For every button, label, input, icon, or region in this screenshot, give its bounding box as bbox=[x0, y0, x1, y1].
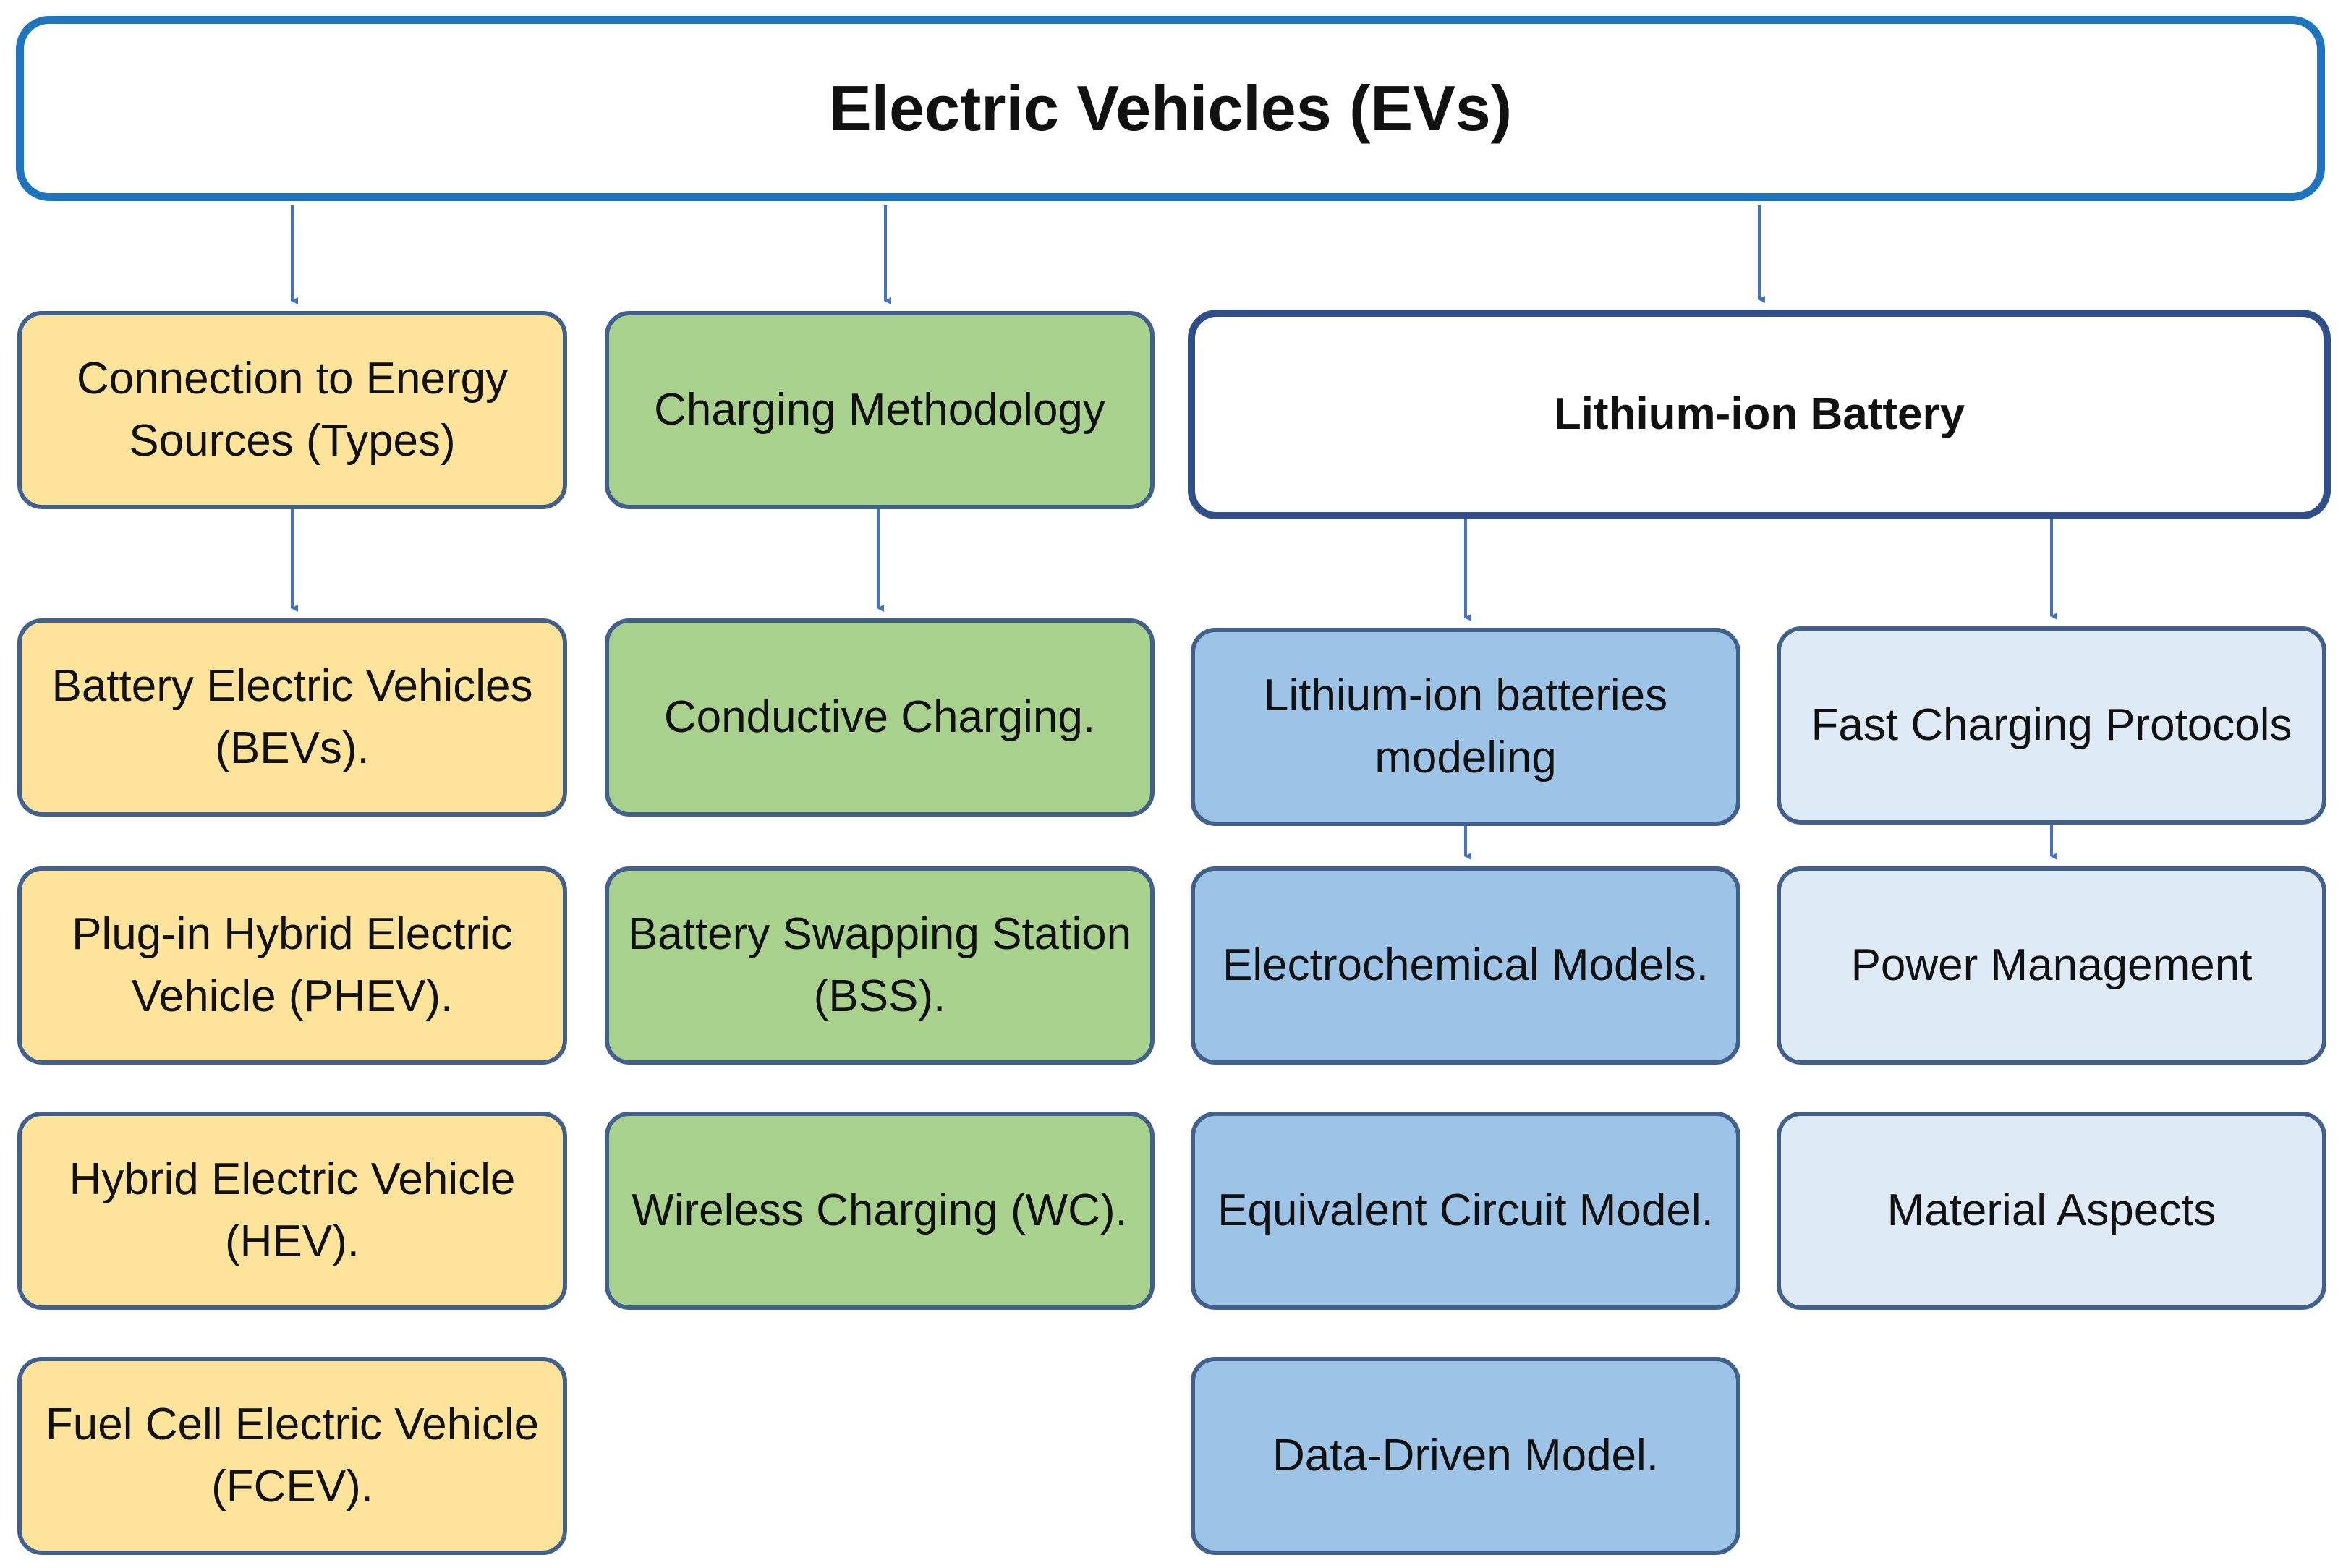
modeling-header-box: Lithium-ion batteries modeling bbox=[1191, 628, 1740, 826]
charging-header-text: Charging Methodology bbox=[654, 385, 1105, 435]
types-item-phev-text: Plug-in Hybrid Electric Vehicle (PHEV). bbox=[72, 909, 513, 1021]
charging-item-bss: Battery Swapping Station (BSS). bbox=[605, 866, 1155, 1065]
modeling-item-electrochemical-text: Electrochemical Models. bbox=[1223, 940, 1709, 991]
fast-charging-item-power-management: Power Management bbox=[1777, 866, 2326, 1065]
charging-item-wireless-text: Wireless Charging (WC). bbox=[632, 1185, 1128, 1236]
charging-item-wireless: Wireless Charging (WC). bbox=[605, 1112, 1155, 1310]
modeling-item-data-driven-text: Data-Driven Model. bbox=[1272, 1431, 1659, 1481]
types-header-text: Connection to Energy Sources (Types) bbox=[76, 354, 509, 466]
fast-charging-item-power-management-text: Power Management bbox=[1850, 940, 2253, 991]
types-item-phev: Plug-in Hybrid Electric Vehicle (PHEV). bbox=[17, 866, 567, 1065]
modeling-header-text: Lithium-ion batteries modeling bbox=[1263, 670, 1668, 783]
types-item-fcev: Fuel Cell Electric Vehicle (FCEV). bbox=[17, 1357, 567, 1555]
fast-charging-item-material-aspects-text: Material Aspects bbox=[1887, 1185, 2216, 1236]
types-item-bev: Battery Electric Vehicles (BEVs). bbox=[17, 618, 567, 817]
fast-charging-item-material-aspects: Material Aspects bbox=[1777, 1112, 2326, 1310]
modeling-item-electrochemical: Electrochemical Models. bbox=[1191, 866, 1740, 1065]
charging-header-box: Charging Methodology bbox=[605, 311, 1155, 509]
modeling-item-equivalent-circuit-text: Equivalent Circuit Model. bbox=[1217, 1185, 1714, 1236]
types-item-bev-text: Battery Electric Vehicles (BEVs). bbox=[51, 661, 533, 773]
root-title-text: Electric Vehicles (EVs) bbox=[828, 72, 1513, 145]
types-item-fcev-text: Fuel Cell Electric Vehicle (FCEV). bbox=[45, 1399, 540, 1512]
fast-charging-header-box: Fast Charging Protocols bbox=[1777, 626, 2326, 825]
modeling-item-equivalent-circuit: Equivalent Circuit Model. bbox=[1191, 1112, 1740, 1310]
battery-header-box: Lithium-ion Battery bbox=[1188, 310, 2331, 519]
charging-item-conductive: Conductive Charging. bbox=[605, 618, 1155, 817]
charging-item-conductive-text: Conductive Charging. bbox=[663, 692, 1096, 743]
modeling-item-data-driven: Data-Driven Model. bbox=[1191, 1357, 1740, 1555]
types-header-box: Connection to Energy Sources (Types) bbox=[17, 311, 567, 509]
battery-header-text: Lithium-ion Battery bbox=[1553, 389, 1965, 440]
charging-item-bss-text: Battery Swapping Station (BSS). bbox=[627, 909, 1132, 1021]
types-item-hev: Hybrid Electric Vehicle (HEV). bbox=[17, 1112, 567, 1310]
types-item-hev-text: Hybrid Electric Vehicle (HEV). bbox=[69, 1154, 516, 1266]
fast-charging-header-text: Fast Charging Protocols bbox=[1811, 700, 2292, 751]
root-title: Electric Vehicles (EVs) bbox=[16, 16, 2325, 201]
